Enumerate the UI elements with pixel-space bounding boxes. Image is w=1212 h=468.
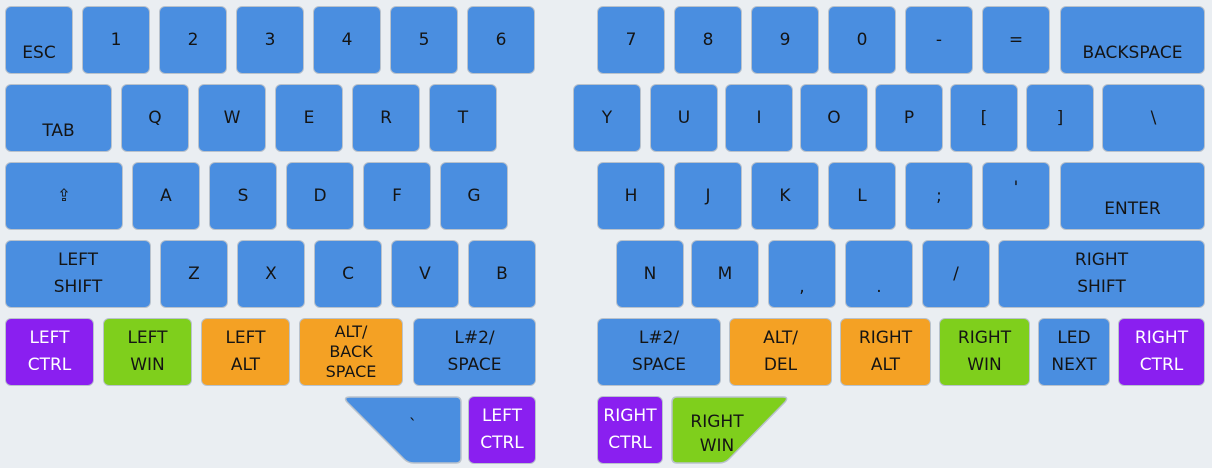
key-enter[interactable]: ENTER [1060, 162, 1205, 230]
key-backslash[interactable]: \ [1102, 84, 1205, 152]
key-left-alt[interactable]: LEFT ALT [201, 318, 290, 386]
key-s[interactable]: S [209, 162, 277, 230]
key-right-win[interactable]: RIGHT WIN [939, 318, 1030, 386]
key-left-shift[interactable]: LEFT SHIFT [5, 240, 151, 308]
key-7[interactable]: 7 [597, 6, 665, 74]
key-quote[interactable]: ' [982, 162, 1050, 230]
key-i[interactable]: I [725, 84, 793, 152]
key-r[interactable]: R [352, 84, 420, 152]
key-slash[interactable]: / [922, 240, 990, 308]
key-3[interactable]: 3 [236, 6, 304, 74]
key-caps-lock[interactable]: ⇪ [5, 162, 123, 230]
key-o[interactable]: O [800, 84, 868, 152]
key-2[interactable]: 2 [159, 6, 227, 74]
key-0[interactable]: 0 [828, 6, 896, 74]
key-semicolon[interactable]: ; [905, 162, 973, 230]
key-right-ctrl[interactable]: RIGHT CTRL [1118, 318, 1205, 386]
key-minus[interactable]: - [905, 6, 973, 74]
key-comma[interactable]: , [768, 240, 836, 308]
key-8[interactable]: 8 [674, 6, 742, 74]
key-b[interactable]: B [468, 240, 536, 308]
key-n[interactable]: N [616, 240, 684, 308]
key-backtick[interactable]: ` [344, 396, 462, 464]
key-l[interactable]: L [828, 162, 896, 230]
key-left-win[interactable]: LEFT WIN [103, 318, 192, 386]
key-led-next[interactable]: LED NEXT [1038, 318, 1110, 386]
key-right-bracket[interactable]: ] [1026, 84, 1094, 152]
key-j[interactable]: J [674, 162, 742, 230]
key-a[interactable]: A [132, 162, 200, 230]
key-h[interactable]: H [597, 162, 665, 230]
key-layer2-space-left[interactable]: L#2/ SPACE [413, 318, 536, 386]
key-e[interactable]: E [275, 84, 343, 152]
key-left-bracket[interactable]: [ [950, 84, 1018, 152]
key-right-shift[interactable]: RIGHT SHIFT [998, 240, 1205, 308]
key-esc[interactable]: ESC [5, 6, 73, 74]
key-p[interactable]: P [875, 84, 943, 152]
key-y[interactable]: Y [573, 84, 641, 152]
key-d[interactable]: D [286, 162, 354, 230]
key-c[interactable]: C [314, 240, 382, 308]
key-backspace[interactable]: BACKSPACE [1060, 6, 1205, 74]
key-5[interactable]: 5 [390, 6, 458, 74]
key-f[interactable]: F [363, 162, 431, 230]
key-tab[interactable]: TAB [5, 84, 112, 152]
key-left-ctrl-thumb[interactable]: LEFT CTRL [468, 396, 536, 464]
key-t[interactable]: T [429, 84, 497, 152]
key-9[interactable]: 9 [751, 6, 819, 74]
key-layer2-space-right[interactable]: L#2/ SPACE [597, 318, 721, 386]
key-right-win-thumb[interactable]: RIGHT WIN [671, 396, 789, 464]
key-6[interactable]: 6 [467, 6, 535, 74]
key-q[interactable]: Q [121, 84, 189, 152]
key-right-win-shape [671, 396, 788, 464]
key-backtick-shape [344, 396, 462, 464]
key-backtick-label: ` [408, 416, 418, 436]
key-z[interactable]: Z [160, 240, 228, 308]
key-u[interactable]: U [650, 84, 718, 152]
key-m[interactable]: M [691, 240, 759, 308]
key-left-ctrl[interactable]: LEFT CTRL [5, 318, 94, 386]
key-equals[interactable]: = [982, 6, 1050, 74]
key-alt-del[interactable]: ALT/ DEL [729, 318, 832, 386]
key-right-win-label: RIGHT WIN [690, 412, 744, 456]
key-1[interactable]: 1 [82, 6, 150, 74]
key-w[interactable]: W [198, 84, 266, 152]
key-right-ctrl-thumb[interactable]: RIGHT CTRL [597, 396, 663, 464]
key-alt-backspace[interactable]: ALT/ BACK SPACE [299, 318, 403, 386]
key-right-alt[interactable]: RIGHT ALT [840, 318, 931, 386]
key-v[interactable]: V [391, 240, 459, 308]
key-g[interactable]: G [440, 162, 508, 230]
key-4[interactable]: 4 [313, 6, 381, 74]
key-k[interactable]: K [751, 162, 819, 230]
key-x[interactable]: X [237, 240, 305, 308]
key-period[interactable]: . [845, 240, 913, 308]
